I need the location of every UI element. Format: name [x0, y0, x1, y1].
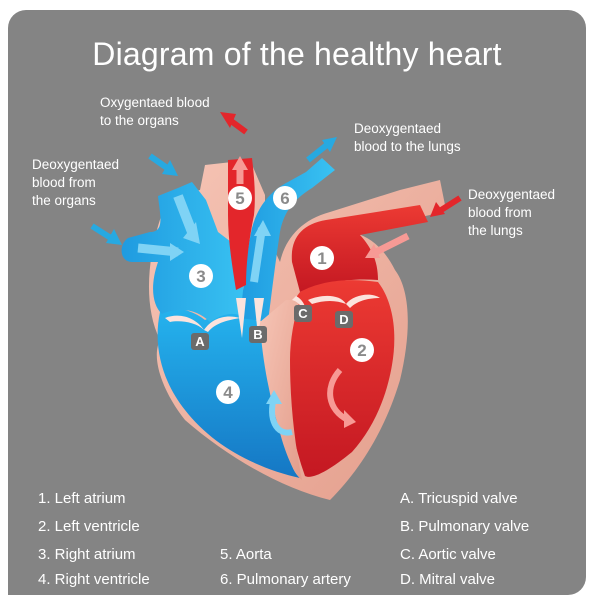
marker-2: 2 [357, 341, 366, 360]
label-deoxygenated-from-organs: Deoxygentaed blood from the organs [32, 156, 119, 210]
legend-right-ventricle: 4. Right ventricle [38, 571, 150, 588]
valve-marker-d: D [339, 312, 348, 327]
legend-tricuspid-valve: A. Tricuspid valve [400, 490, 518, 507]
marker-5: 5 [235, 189, 244, 208]
legend-pulmonary-artery: 6. Pulmonary artery [220, 571, 351, 588]
label-deoxygenated-from-lungs: Deoxygentaed blood from the lungs [468, 186, 555, 240]
valve-marker-a: A [195, 334, 205, 349]
legend-aorta: 5. Aorta [220, 546, 272, 563]
marker-3: 3 [196, 267, 205, 286]
marker-1: 1 [317, 249, 326, 268]
legend-aortic-valve: C. Aortic valve [400, 546, 496, 563]
marker-6: 6 [280, 189, 289, 208]
legend-right-atrium: 3. Right atrium [38, 546, 136, 563]
legend-left-ventricle: 2. Left ventricle [38, 518, 140, 535]
legend-left-atrium: 1. Left atrium [38, 490, 126, 507]
legend-pulmonary-valve: B. Pulmonary valve [400, 518, 529, 535]
marker-4: 4 [223, 383, 233, 402]
valve-marker-c: C [298, 306, 308, 321]
valve-marker-b: B [253, 327, 262, 342]
label-deoxygenated-to-lungs: Deoxygentaed blood to the lungs [354, 120, 461, 156]
left-atrium-shape [292, 205, 428, 292]
legend-mitral-valve: D. Mitral valve [400, 571, 495, 588]
label-oxygenated-to-organs: Oxygentaed blood to the organs [100, 94, 210, 130]
